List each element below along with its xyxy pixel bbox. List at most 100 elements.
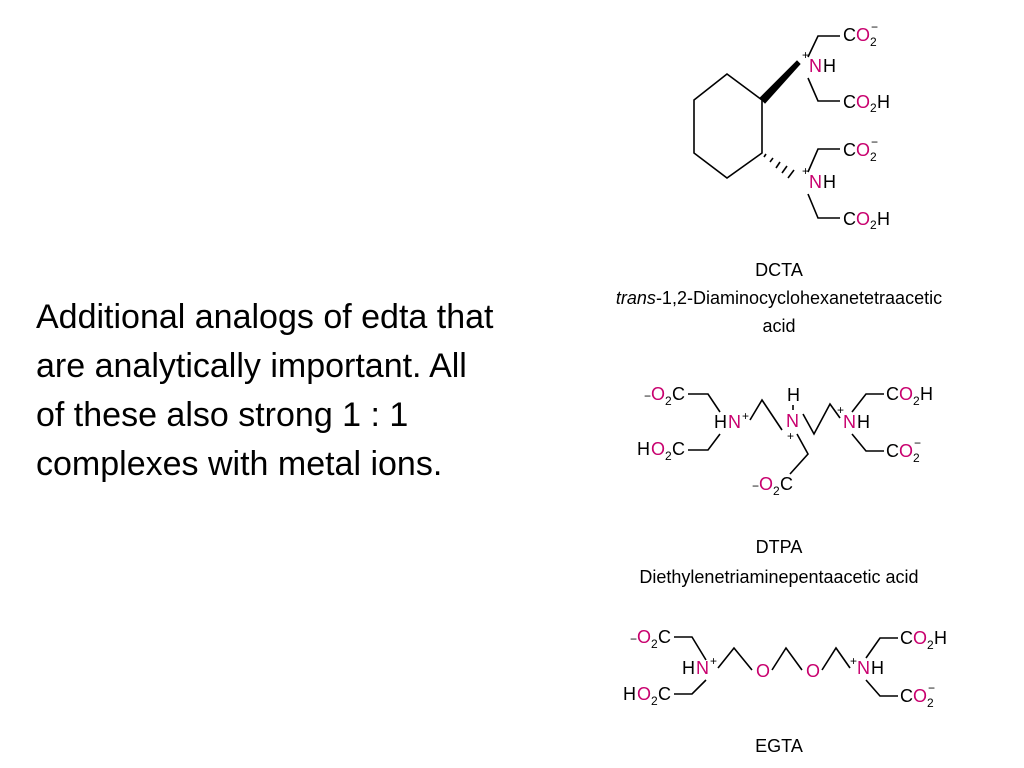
hydrogen-atom: H — [823, 172, 836, 192]
svg-text:−: − — [644, 389, 651, 403]
svg-text:O: O — [651, 384, 665, 404]
svg-text:H: H — [637, 439, 650, 459]
carboxylate-group: C — [780, 474, 793, 494]
svg-text:H: H — [714, 412, 727, 432]
egta-structure: − O 2 C H O 2 C H N + O O + N H CO — [623, 627, 947, 756]
svg-text:2: 2 — [927, 638, 934, 652]
charge-plus: + — [742, 409, 749, 423]
dcta-full-name-line2: acid — [762, 316, 795, 336]
charge-plus: + — [802, 164, 809, 178]
ethylene-bridge — [749, 398, 783, 431]
svg-text:2: 2 — [870, 101, 877, 115]
svg-text:−: − — [928, 681, 935, 695]
ether-chain — [771, 646, 803, 671]
svg-text:−: − — [630, 632, 637, 646]
hydrogen-atom: H — [823, 56, 836, 76]
ethylene-bridge — [802, 402, 841, 436]
svg-text:O: O — [637, 627, 651, 647]
carboxylate-group: C — [672, 384, 685, 404]
svg-text:2: 2 — [870, 218, 877, 232]
carboxylate-group: C — [658, 627, 671, 647]
svg-text:2: 2 — [913, 451, 920, 465]
svg-text:O: O — [637, 684, 651, 704]
acetate-arm — [789, 433, 809, 475]
egta-name: EGTA — [755, 736, 803, 756]
nitrogen-atom: N — [809, 56, 822, 76]
charge-plus: + — [787, 429, 794, 443]
carboxylic-acid-group: C — [672, 439, 685, 459]
acetate-arm — [688, 393, 721, 413]
dtpa-full-name: Diethylenetriaminepentaacetic acid — [639, 567, 918, 587]
dtpa-structure: − O 2 C H O 2 C H N + H N + − O 2 — [637, 384, 933, 587]
body-text: Additional analogs of edta that are anal… — [36, 293, 596, 489]
svg-text:−: − — [871, 135, 878, 149]
nitrogen-atom: N — [857, 658, 870, 678]
dcta-full-name: trans-1,2-Diaminocyclohexanetetraacetic — [616, 288, 942, 308]
oxygen-atom: O — [756, 661, 770, 681]
svg-text:−: − — [871, 20, 878, 34]
svg-text:2: 2 — [651, 637, 658, 651]
nitrogen-atom: N — [728, 412, 741, 432]
svg-text:O: O — [759, 474, 773, 494]
svg-text:O: O — [651, 439, 665, 459]
carboxylic-acid-group: C — [658, 684, 671, 704]
carboxylic-acid-group: CO — [843, 209, 870, 229]
svg-text:H: H — [682, 658, 695, 678]
svg-text:2: 2 — [665, 449, 672, 463]
svg-text:2: 2 — [773, 484, 780, 498]
svg-text:2: 2 — [665, 394, 672, 408]
body-text-line: complexes with metal ions. — [36, 445, 443, 483]
acetate-arm — [807, 35, 840, 58]
charge-plus: + — [802, 48, 809, 62]
hydrogen-atom: H — [871, 658, 884, 678]
svg-text:H: H — [623, 684, 636, 704]
svg-text:2: 2 — [870, 35, 877, 49]
svg-text:−: − — [752, 479, 759, 493]
ether-chain — [821, 646, 851, 671]
body-text-line: are analytically important. All — [36, 347, 467, 385]
dtpa-name: DTPA — [756, 537, 803, 557]
svg-text:2: 2 — [927, 696, 934, 710]
carboxylic-acid-group: CO — [900, 628, 927, 648]
dcta-structure: + N H CO 2 − CO 2 H + N H CO 2 − CO 2 H — [616, 20, 942, 336]
charge-plus: + — [850, 654, 857, 668]
acetate-arm — [865, 679, 898, 697]
acetate-arm — [807, 148, 840, 173]
cyclohexane-ring — [693, 72, 763, 179]
carboxylate-group: CO — [886, 441, 913, 461]
hydrogen-atom: H — [857, 412, 870, 432]
body-text-line: Additional analogs of edta that — [36, 298, 494, 336]
acetate-arm — [674, 636, 707, 661]
nitrogen-atom: N — [696, 658, 709, 678]
body-text-line: of these also strong 1 : 1 — [36, 396, 409, 434]
svg-text:H: H — [877, 209, 890, 229]
svg-text:H: H — [920, 384, 933, 404]
acetate-arm — [674, 679, 707, 695]
acetate-arm — [807, 193, 840, 219]
acetate-arm — [688, 433, 721, 451]
charge-plus: + — [837, 403, 844, 417]
svg-text:−: − — [914, 436, 921, 450]
nitrogen-atom: N — [809, 172, 822, 192]
svg-text:2: 2 — [913, 394, 920, 408]
charge-plus: + — [710, 654, 717, 668]
svg-text:H: H — [934, 628, 947, 648]
carboxylate-group: CO — [843, 140, 870, 160]
svg-text:2: 2 — [870, 150, 877, 164]
acetate-arm — [807, 77, 840, 102]
acetate-arm — [865, 637, 898, 659]
oxygen-atom: O — [806, 661, 820, 681]
nitrogen-atom: N — [843, 412, 856, 432]
acetate-arm — [851, 433, 884, 452]
wedge-bond — [759, 60, 801, 104]
dcta-name: DCTA — [755, 260, 803, 280]
ether-chain — [717, 646, 753, 671]
hashed-wedge-bond — [763, 153, 795, 179]
carboxylic-acid-group: CO — [886, 384, 913, 404]
svg-text:H: H — [877, 92, 890, 112]
acetate-arm — [851, 393, 884, 413]
hydrogen-atom: H — [787, 385, 800, 405]
carboxylate-group: CO — [843, 25, 870, 45]
